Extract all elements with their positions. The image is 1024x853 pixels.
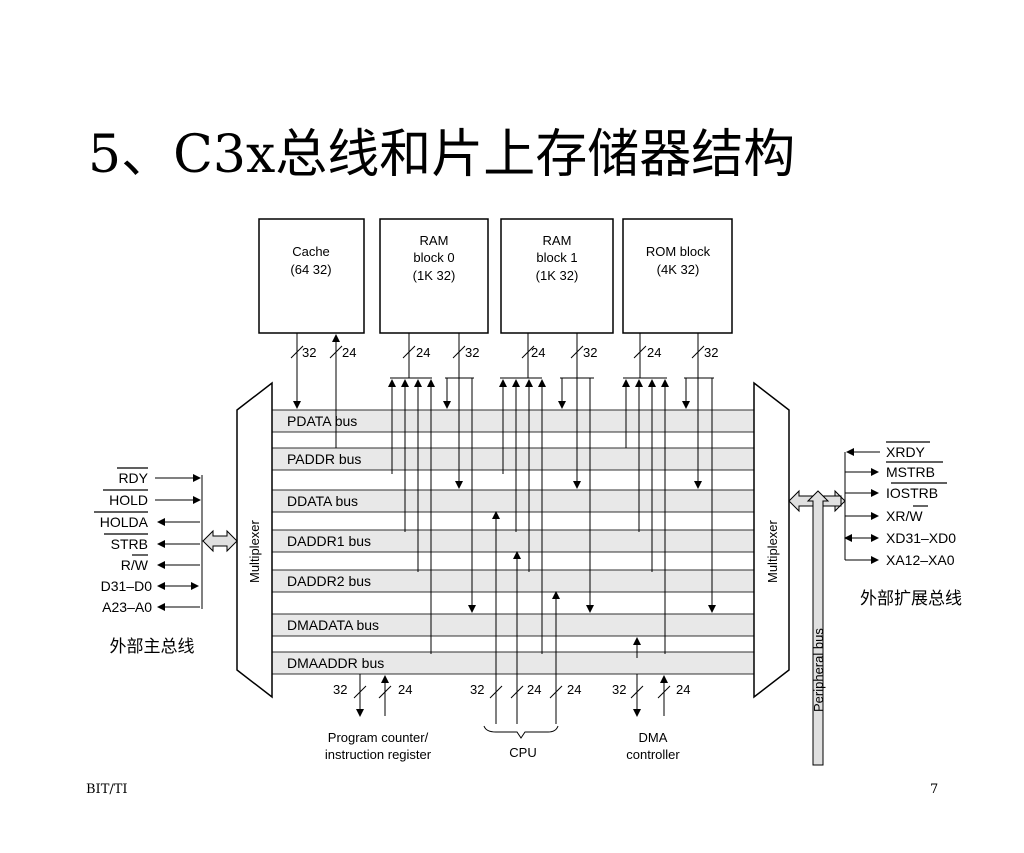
width-ram1-data: 32 [583,345,597,360]
left-bus-double-arrow [202,529,238,553]
signal-xd: XD31–XD0 [886,530,956,546]
bus-label-dmadata: DMADATA bus [287,617,379,633]
bus-label-daddr2: DADDR2 bus [287,573,371,589]
rom-block [622,218,733,334]
cpu-brace [483,725,559,739]
bus-label-paddr: PADDR bus [287,451,361,467]
bottom-connections [353,511,671,739]
signal-rdy: RDY [118,470,148,486]
signal-xa: XA12–XA0 [886,552,955,568]
peripheral-bus-label: Peripheral bus [811,628,826,712]
ram-block-0 [379,218,489,334]
cache-label: Cache [292,244,330,259]
signal-hold: HOLD [109,492,148,508]
cache-slash-1 [290,345,304,359]
bus-label-pdata: PDATA bus [287,413,357,429]
signal-iostrb: IOSTRB [886,485,938,501]
signal-data: D31–D0 [101,578,153,594]
ram1-label-line2: block 1 [536,250,577,265]
width-cache-data: 32 [302,345,316,360]
width-ram0-data: 32 [465,345,479,360]
width-ram0-addr: 24 [416,345,430,360]
cache-size: (64 32) [290,262,331,277]
width-cpu-addr2: 24 [567,682,581,697]
bus-label-ddata: DDATA bus [287,493,358,509]
width-pc-data: 32 [333,682,347,697]
ram0-size: (1K 32) [413,268,456,283]
bus-label-dmaaddr: DMAADDR bus [287,655,384,671]
right-multiplexer [753,381,790,699]
width-pc-addr: 24 [398,682,412,697]
footer-left: BIT/TI [86,782,128,797]
right-bus-lines [844,448,880,564]
ram-block-1 [500,218,614,334]
ram1-size: (1K 32) [536,268,579,283]
rom-size: (4K 32) [657,262,700,277]
pc-label-line2: instruction register [325,747,432,762]
left-bus-caption: 外部主总线 [110,637,195,656]
peripheral-bus-arrow [806,490,830,766]
pc-label-line1: Program counter/ [328,730,429,745]
ram0-label-line2: block 0 [413,250,454,265]
width-dma-addr: 24 [676,682,690,697]
right-multiplexer-label: Multiplexer [765,519,780,583]
signal-mstrb: MSTRB [886,464,935,480]
left-bus-lines [155,474,203,611]
width-rom-data: 32 [704,345,718,360]
dma-label-line2: controller [626,747,680,762]
signal-rw: R/W [121,557,149,573]
ram0-connections [388,333,476,654]
ram0-label-line1: RAM [420,233,449,248]
width-cache-addr: 24 [342,345,356,360]
right-bus-caption: 外部扩展总线 [860,589,962,608]
cache-slash-2 [329,345,343,359]
rom-label: ROM block [646,244,711,259]
signal-xrdy: XRDY [886,444,926,460]
right-bus-arrow-right [834,489,846,513]
signal-xrw: XR/W [886,508,923,524]
page-number: 7 [930,782,939,797]
signal-strb: STRB [111,536,148,552]
cache-block [258,218,365,334]
width-cpu-data: 32 [470,682,484,697]
right-overbars [886,441,947,507]
signal-addr: A23–A0 [102,599,152,615]
ram1-connections [499,333,594,654]
left-multiplexer [236,381,273,699]
cpu-label: CPU [509,745,536,760]
ram1-label-line1: RAM [543,233,572,248]
bus-label-daddr1: DADDR1 bus [287,533,371,549]
width-rom-addr: 24 [647,345,661,360]
width-ram1-addr: 24 [531,345,545,360]
width-cpu-addr1: 24 [527,682,541,697]
cache-connections [290,333,343,448]
signal-holda: HOLDA [100,514,149,530]
width-dma-data: 32 [612,682,626,697]
left-multiplexer-label: Multiplexer [247,519,262,583]
slide-title: 5、C3x总线和片上存储器结构 [88,125,796,185]
left-overbars [94,467,148,556]
rom-connections [622,333,716,654]
dma-label-line1: DMA [639,730,668,745]
